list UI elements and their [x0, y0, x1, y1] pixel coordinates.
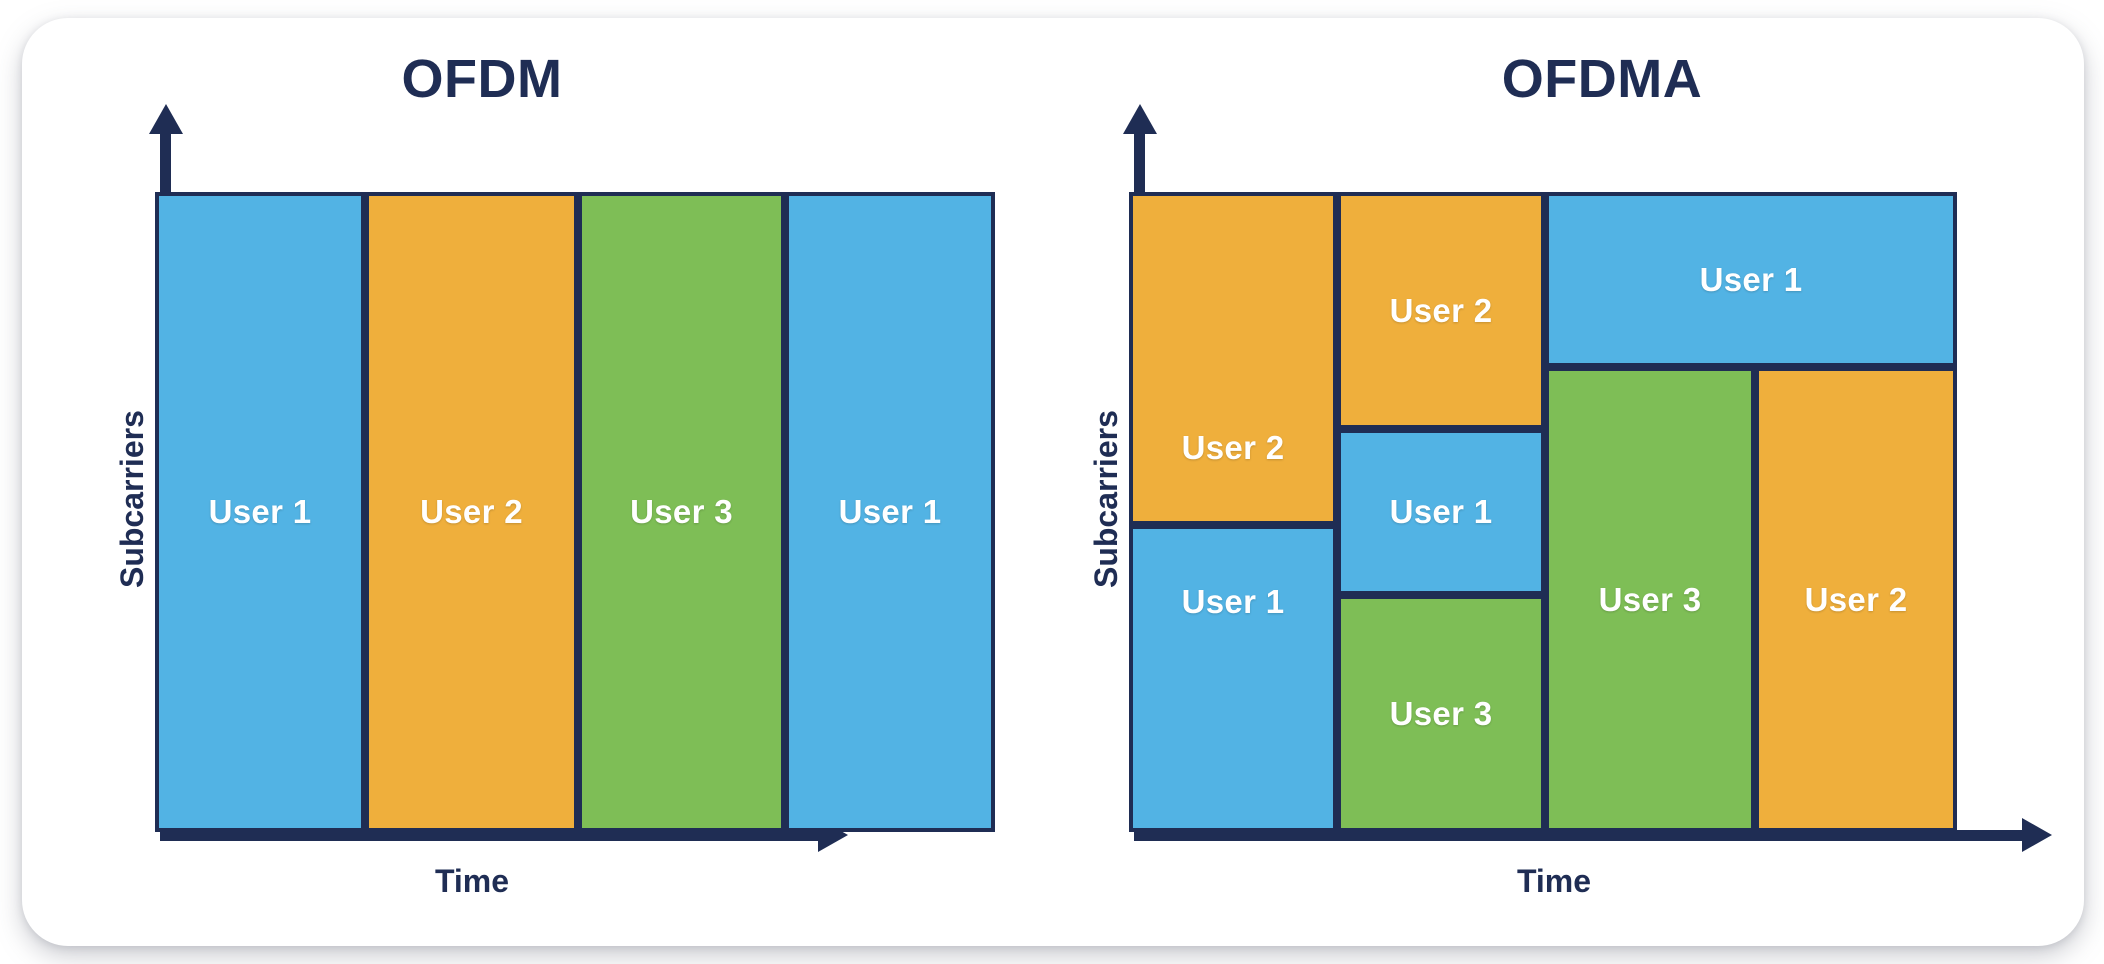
- resource-block[interactable]: User 3: [578, 192, 785, 832]
- resource-block-label: User 2: [1804, 580, 1908, 618]
- x-axis-line-ofdma: [1134, 830, 2024, 841]
- resource-block[interactable]: User 2: [1129, 192, 1337, 525]
- panel-ofdma: OFDMA Subcarriers Time User 2 User 1 Use…: [1072, 18, 2084, 946]
- resource-block-label: User 2: [1389, 291, 1493, 329]
- resource-block[interactable]: User 1: [785, 192, 995, 832]
- panel-title-ofdm: OFDM: [401, 49, 563, 109]
- x-axis-line-ofdm: [160, 830, 820, 841]
- resource-grid-ofdma: User 2 User 1 User 2 User 1 User 3 User …: [1072, 18, 2084, 946]
- y-axis-arrow-ofdma: [1123, 104, 1157, 134]
- resource-block-label: User 2: [1181, 429, 1285, 466]
- resource-block[interactable]: User 1: [155, 192, 365, 832]
- resource-block-label: User 1: [838, 493, 942, 530]
- resource-block-label: User 3: [630, 493, 733, 530]
- resource-block[interactable]: User 3: [1337, 595, 1545, 832]
- panel-ofdm: OFDM Subcarriers Time User 1 User 2 User…: [22, 18, 1072, 946]
- resource-block[interactable]: User 2: [1755, 367, 1957, 832]
- panel-title-ofdma: OFDMA: [1501, 49, 1703, 109]
- resource-block[interactable]: User 1: [1129, 525, 1337, 832]
- resource-block-label: User 1: [208, 493, 312, 530]
- diagram-card: OFDM Subcarriers Time User 1 User 2 User…: [22, 18, 2084, 946]
- resource-block[interactable]: User 2: [1337, 192, 1545, 429]
- resource-block[interactable]: User 1: [1337, 429, 1545, 595]
- resource-block-label: User 1: [1181, 583, 1285, 620]
- resource-block-label: User 2: [420, 493, 523, 530]
- x-axis-label-ofdma: Time: [1516, 863, 1592, 899]
- resource-block-label: User 1: [1699, 260, 1803, 298]
- resource-block[interactable]: User 1: [1545, 192, 1957, 367]
- resource-grid-ofdm: User 1 User 2 User 3 User 1: [22, 18, 1072, 946]
- resource-block[interactable]: User 3: [1545, 367, 1755, 832]
- y-axis-arrow-ofdm: [149, 104, 183, 134]
- x-axis-label-ofdm: Time: [434, 863, 510, 899]
- resource-block-label: User 3: [1389, 694, 1493, 732]
- resource-block-label: User 1: [1389, 493, 1493, 530]
- resource-block-label: User 3: [1598, 580, 1702, 618]
- x-axis-arrow-ofdma: [2022, 818, 2052, 852]
- resource-block[interactable]: User 2: [365, 192, 578, 832]
